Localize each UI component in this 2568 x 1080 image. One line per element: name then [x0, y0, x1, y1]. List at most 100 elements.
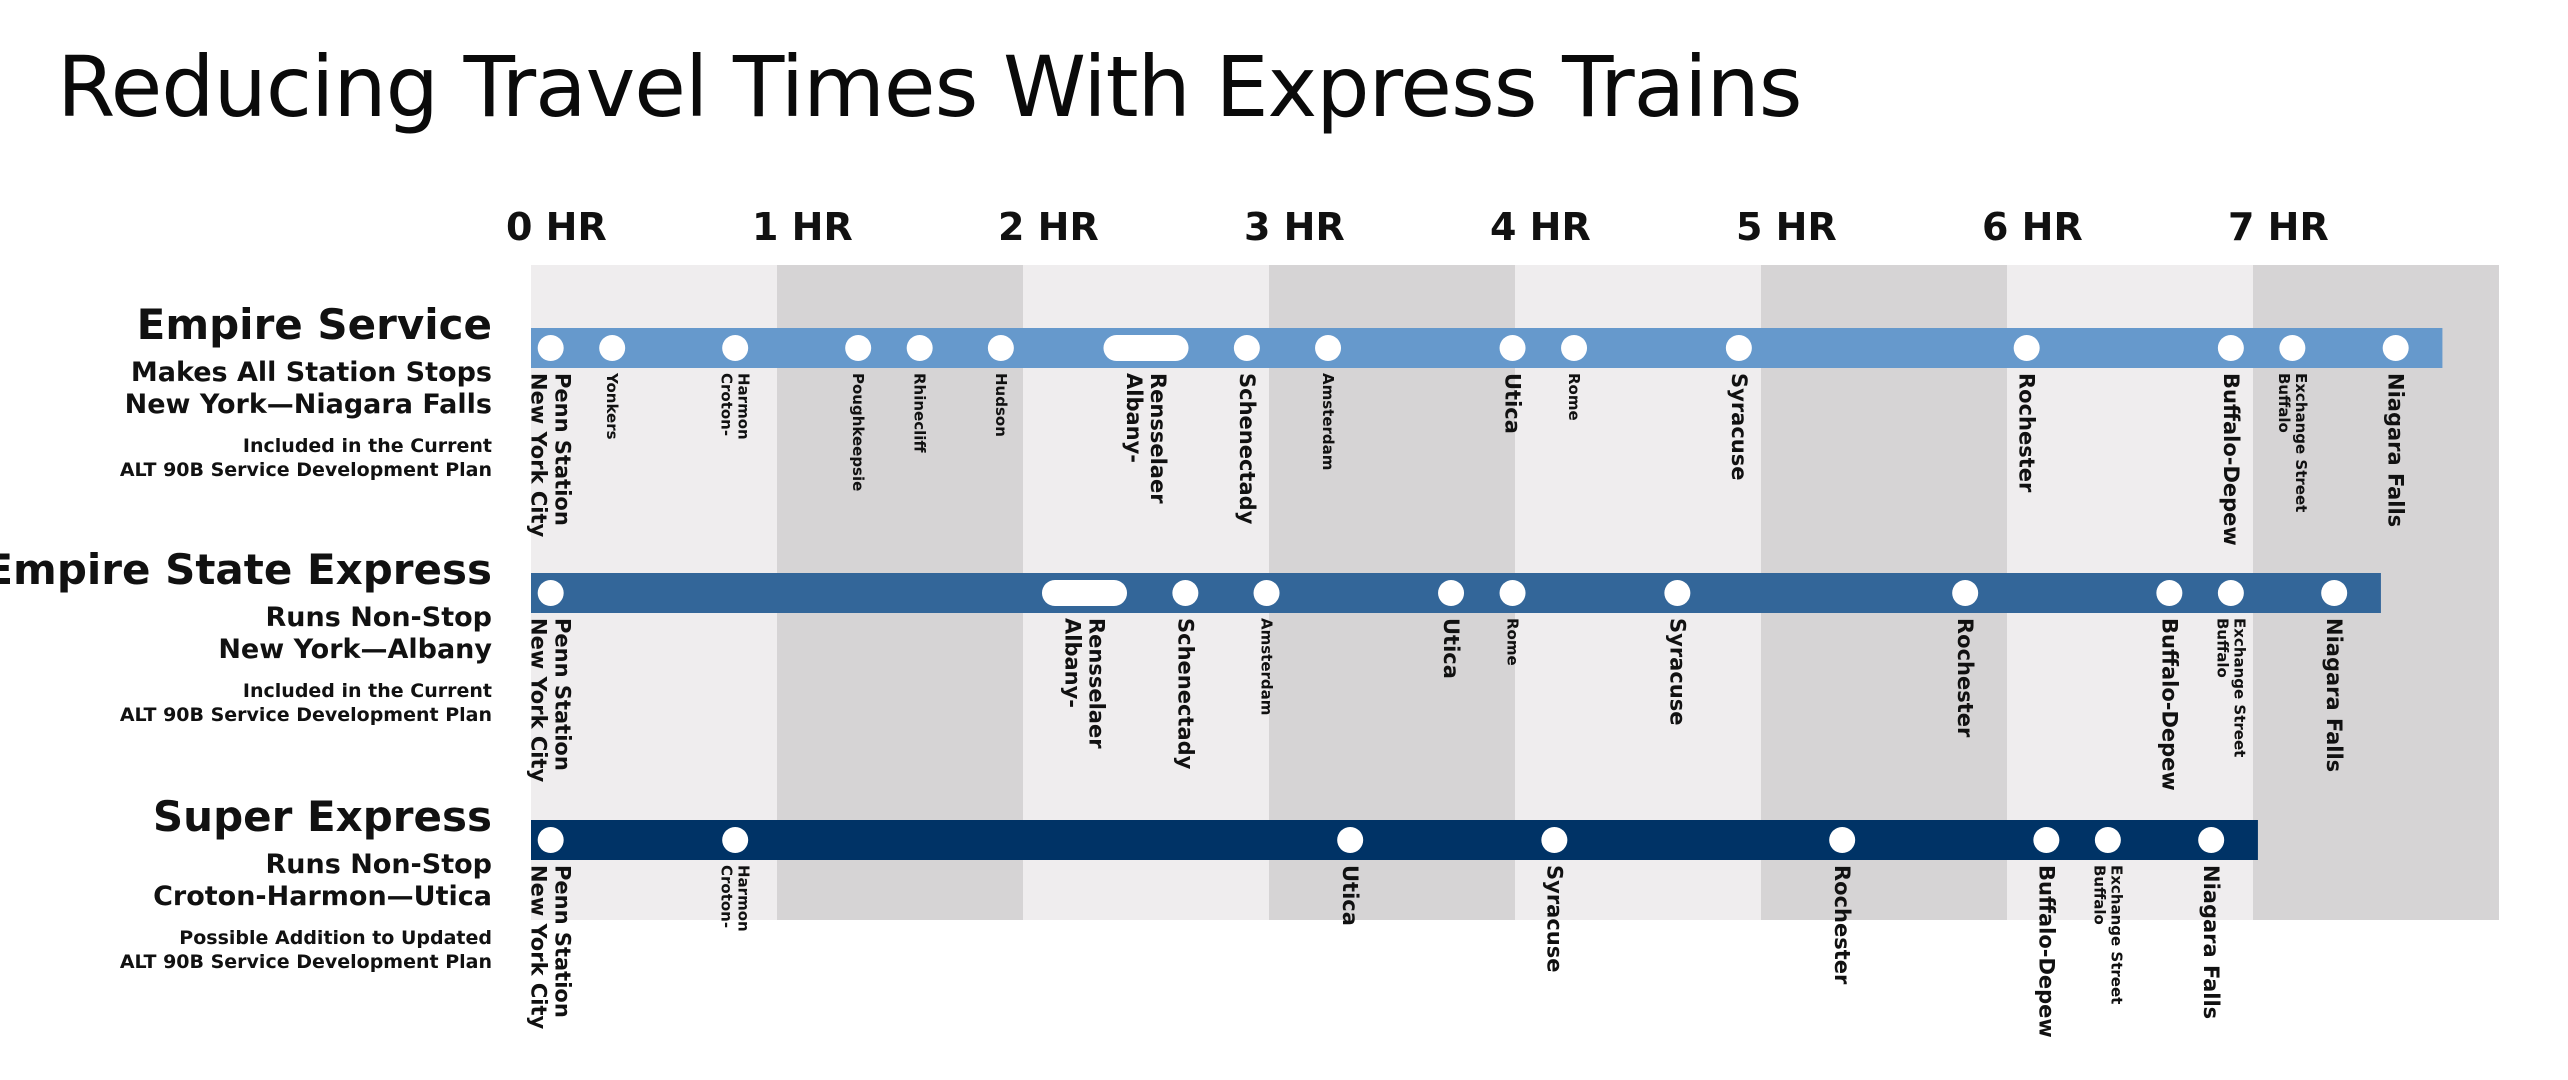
stop-marker: [906, 335, 933, 361]
station-label: Amsterdam: [1319, 373, 1337, 470]
station-label: Rensselaer: [1085, 618, 1109, 749]
service-name: Super Express: [153, 792, 492, 841]
hour-tick-label: 7 HR: [2228, 205, 2329, 249]
station-label: Yonkers: [603, 372, 621, 440]
station-label: Harmon: [735, 865, 753, 932]
hour-tick-label: 1 HR: [752, 205, 853, 249]
stop-marker: [1561, 335, 1588, 361]
hour-tick-label: 6 HR: [1982, 205, 2083, 249]
station-label-group: Rochester: [2015, 373, 2039, 493]
station-label: Buffalo-Depew: [2219, 373, 2243, 546]
stop-marker: [1541, 827, 1568, 853]
station-label: Exchange Street: [2230, 618, 2248, 757]
station-label-group: Niagara Falls: [2384, 373, 2408, 527]
station-label: Rochester: [2015, 373, 2039, 493]
station-label: New York City: [527, 373, 551, 538]
station-label: Rochester: [1953, 618, 1977, 738]
stop-marker: [1952, 580, 1979, 606]
station-label: Penn Station: [551, 865, 575, 1018]
stop-marker: [2321, 580, 2348, 606]
stop-marker: [1041, 580, 1128, 606]
stop-marker: [2279, 335, 2306, 361]
station-label-group: Croton-Harmon: [718, 373, 753, 440]
hour-tick-label: 0 HR: [506, 205, 607, 249]
stop-marker: [722, 827, 749, 853]
stop-marker: [1499, 580, 1526, 606]
stop-marker: [1172, 580, 1199, 606]
station-label-group: Buffalo-Depew: [2034, 865, 2058, 1038]
service-name: Empire State Express: [0, 545, 492, 594]
station-label: Exchange Street: [2292, 373, 2310, 512]
stop-marker: [1103, 335, 1189, 361]
station-label: Syracuse: [1727, 373, 1751, 480]
station-label: Rome: [1504, 618, 1522, 666]
stop-marker: [537, 827, 564, 853]
station-label-group: Rhinecliff: [911, 373, 929, 453]
station-label: New York City: [527, 618, 551, 783]
service-subtitle: Runs Non-Stop: [265, 849, 492, 880]
station-label: Niagara Falls: [2199, 865, 2223, 1019]
station-label: Rhinecliff: [911, 373, 929, 453]
station-label-group: Rome: [1565, 373, 1583, 421]
stop-marker: [1337, 827, 1364, 853]
service-note: Included in the Current: [243, 680, 492, 702]
station-label: Rensselaer: [1146, 373, 1170, 504]
stop-marker: [2198, 827, 2225, 853]
station-label: Syracuse: [1665, 618, 1689, 725]
station-label: Niagara Falls: [2322, 618, 2346, 772]
station-label: Buffalo: [2213, 618, 2231, 678]
station-label-group: Syracuse: [1665, 618, 1689, 725]
station-label: Utica: [1501, 373, 1525, 434]
station-label: Albany-: [1122, 373, 1146, 463]
station-label: Albany-: [1061, 618, 1085, 708]
station-label: Rome: [1565, 373, 1583, 421]
station-label-group: Niagara Falls: [2199, 865, 2223, 1019]
stop-marker: [1829, 827, 1856, 853]
stop-marker: [537, 580, 564, 606]
stop-marker: [2217, 580, 2244, 606]
hour-tick-label: 4 HR: [1490, 205, 1591, 249]
station-label-group: Rochester: [1953, 618, 1977, 738]
station-label: Buffalo-Depew: [2157, 618, 2181, 791]
service-note: ALT 90B Service Development Plan: [120, 704, 492, 726]
station-label-group: Buffalo-Depew: [2219, 373, 2243, 546]
stop-marker: [599, 335, 626, 361]
service-subtitle: New York—Niagara Falls: [125, 389, 492, 420]
stop-marker: [2382, 335, 2409, 361]
station-label: Niagara Falls: [2384, 373, 2408, 527]
service-subtitle: Makes All Station Stops: [131, 357, 492, 388]
station-label: Buffalo-Depew: [2034, 865, 2058, 1038]
station-label: Schenectady: [1235, 373, 1259, 525]
hour-tick-label: 5 HR: [1736, 205, 1837, 249]
station-label: Poughkeepsie: [849, 373, 867, 491]
stop-marker: [1438, 580, 1465, 606]
station-label: Schenectady: [1173, 618, 1197, 770]
stop-marker: [2156, 580, 2183, 606]
service-subtitle: New York—Albany: [218, 634, 492, 665]
station-label: Syracuse: [1542, 865, 1566, 972]
stop-marker: [1233, 335, 1260, 361]
station-label-group: Utica: [1439, 618, 1463, 679]
station-label: Penn Station: [551, 373, 575, 526]
station-label-group: Yonkers: [603, 372, 621, 440]
station-label: Croton-: [718, 373, 736, 436]
station-label: Croton-: [718, 865, 736, 928]
station-label: Harmon: [735, 373, 753, 440]
station-label-group: Croton-Harmon: [718, 865, 753, 932]
station-label-group: Albany-Rensselaer: [1122, 373, 1170, 504]
station-label: Hudson: [992, 373, 1010, 437]
stop-marker: [845, 335, 872, 361]
station-label-group: Albany-Rensselaer: [1061, 618, 1109, 749]
station-label: Penn Station: [551, 618, 575, 771]
stop-marker: [987, 335, 1014, 361]
station-label: Buffalo: [2275, 373, 2293, 433]
service-note: Included in the Current: [243, 435, 492, 457]
station-label-group: Syracuse: [1542, 865, 1566, 972]
station-label: Rochester: [1830, 865, 1854, 985]
service-bar: [531, 328, 2443, 368]
